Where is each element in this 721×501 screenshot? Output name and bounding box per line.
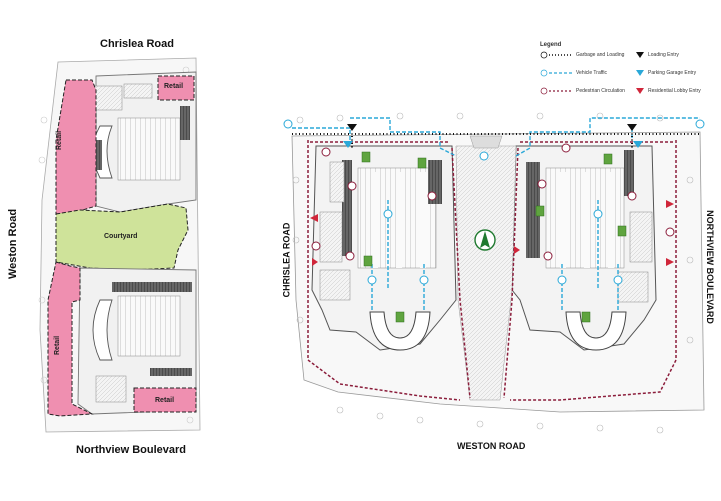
core-icons [361,151,627,323]
loading-entry-icon [636,52,644,58]
legend-item-garbage: Garbage and Loading [540,50,624,60]
retail-upper-right [157,75,195,101]
parking-entry-icon [636,70,644,76]
vehicle-traffic-icons [283,119,705,285]
legend-label: Pedestrian Circulation [576,88,625,94]
legend-label: Parking Garage Entry [648,70,697,76]
legend-item-loading-entry: Loading Entry [636,50,679,60]
street-label-weston-right: WESTON ROAD [457,441,526,451]
loading-entry-markers [347,124,637,131]
street-label-weston-left: Weston Road [7,208,20,280]
legend-item-lobby-entry: Residential Lobby Entry [636,86,701,96]
legend: Legend Garbage and Loading Vehicle Traff… [536,40,714,102]
pedestrian-icons [311,143,675,261]
left-site-plan [38,57,201,433]
legend-label: Residential Lobby Entry [648,88,701,94]
retail-upper-left [55,79,97,215]
loading-routes [292,133,700,148]
legend-label: Garbage and Loading [576,52,625,58]
legend-label: Vehicle Traffic [576,70,608,76]
retail-label-lower-left: Retail [54,335,61,355]
retail-label-upper-left: Retail [56,130,63,150]
street-label-northview-left: Northview Boulevard [76,444,187,456]
retail-lower-right [133,387,197,413]
legend-label: Loading Entry [648,52,679,58]
legend-item-pedestrian: Pedestrian Circulation [540,86,625,96]
street-label-northview-right: NORTHVIEW BOULEVARD [704,210,715,324]
street-label-chrislea-left: Chrislea Road [100,38,174,50]
retail-lower-left [47,261,94,417]
pedestrian-icon [540,87,572,95]
garbage-loading-icon [540,51,572,59]
north-arrow-icon [474,229,496,251]
lobby-entry-icon [636,88,644,94]
courtyard-area [55,203,189,271]
central-plaza [455,145,517,401]
legend-item-vehicle: Vehicle Traffic [540,68,607,78]
legend-item-parking-entry: Parking Garage Entry [636,68,696,78]
street-label-chrislea-right: CHRISLEA ROAD [281,222,292,298]
vehicle-traffic-icon [540,69,572,77]
courtyard-label: Courtyard [104,233,138,240]
legend-title: Legend [540,42,562,48]
parking-entry-markers [343,141,643,148]
retail-label-upper-right: Retail [164,83,184,90]
right-site-plan [283,112,705,434]
pedestrian-routes [307,140,677,401]
lobby-entry-markers [310,200,674,266]
retail-label-lower-right: Retail [155,397,175,404]
